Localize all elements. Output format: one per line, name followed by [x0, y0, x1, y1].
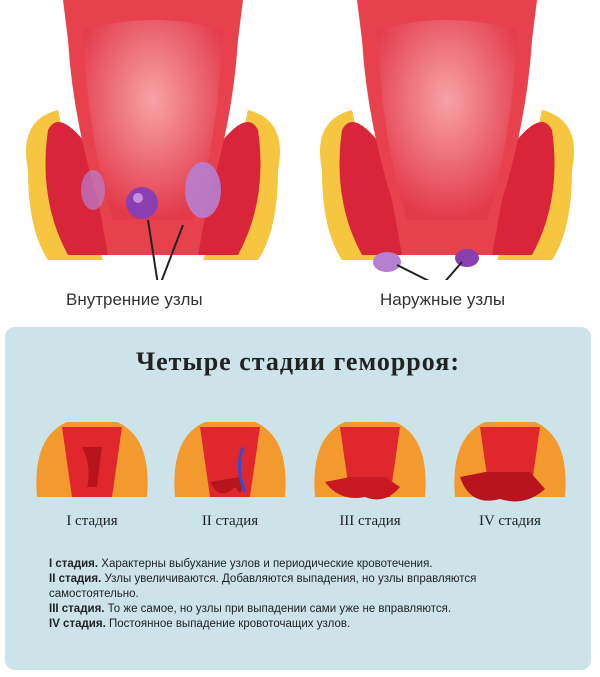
stage-2-description: II стадия. Узлы увеличиваются. Добавляют…	[49, 573, 477, 600]
stage-1-label: I стадия	[66, 513, 118, 529]
stage-4-label: IV стадия	[479, 513, 541, 529]
stage-descriptions: I стадия. Характерны выбухание узлов и п…	[49, 557, 569, 632]
external-nodes-label: Наружные узлы	[380, 290, 506, 309]
stage-1-description: I стадия. Характерны выбухание узлов и п…	[49, 558, 433, 570]
stage-1-illustration	[36, 422, 148, 497]
stage-2-illustration	[174, 422, 286, 497]
stage-2-label: II стадия	[201, 513, 259, 529]
stage-3-description: III стадия. То же самое, но узлы при вып…	[49, 603, 452, 615]
stage-4-description: IV стадия. Постоянное выпадение кровоточ…	[49, 618, 351, 630]
external-hemorrhoids-illustration	[320, 0, 574, 280]
panel-title: Четыре стадии геморроя:	[136, 347, 460, 376]
stage-3-illustration	[314, 422, 426, 500]
stage-3-label: III стадия	[339, 513, 401, 529]
internal-nodes-label: Внутренние узлы	[66, 290, 203, 309]
internal-hemorrhoids-illustration	[26, 0, 280, 280]
stage-4-illustration	[454, 422, 566, 502]
stages-panel: Четыре стадии геморроя: I стадия II стад…	[5, 327, 591, 670]
